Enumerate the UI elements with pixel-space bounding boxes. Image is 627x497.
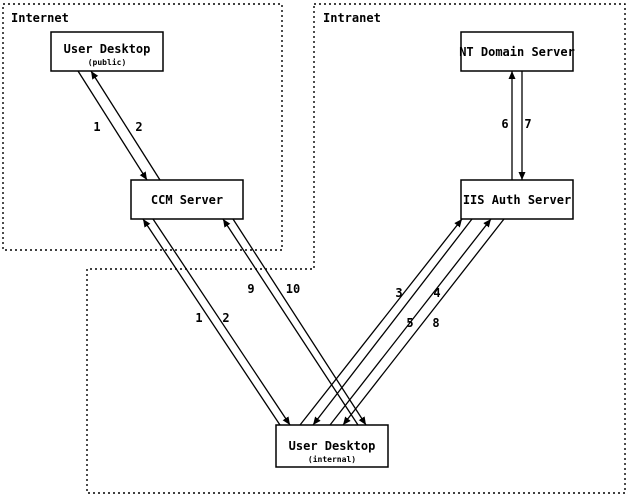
edge-label-2-internal: 2: [222, 311, 229, 325]
intranet-zone-label: Intranet: [323, 11, 381, 25]
internet-zone-border: [2, 3, 283, 251]
nt-domain-server-box: [460, 31, 574, 72]
user-desktop-public-box: [50, 31, 164, 72]
edge-line-1-public-desktop-to-ccm: [77, 70, 148, 181]
edge-line-9-internal-desktop-to-ccm: [222, 218, 359, 426]
user-desktop-internal-box: [275, 424, 389, 468]
ccm-server-title: CCM Server: [151, 193, 223, 207]
edge-line-5-internal-desktop-to-iis: [329, 218, 492, 426]
edge-label-1-internet: 1: [93, 120, 100, 134]
edge-line-8-iis-to-internal-desktop: [342, 218, 505, 426]
intranet-zone-border: [86, 3, 626, 494]
node-nt-domain-server: NT Domain Server: [459, 31, 575, 72]
edge-label-8: 8: [432, 316, 439, 330]
ccm-server-box: [130, 179, 244, 220]
node-iis-auth-server: IIS Auth Server: [460, 179, 574, 220]
edge-label-5: 5: [406, 316, 413, 330]
edge-label-10: 10: [286, 282, 300, 296]
internet-zone-label: Internet: [11, 11, 69, 25]
nt-domain-server-title: NT Domain Server: [459, 45, 575, 59]
user-desktop-public-subtitle: (public): [88, 57, 127, 67]
node-user-desktop-internal: User Desktop (internal): [275, 424, 389, 468]
edge-label-4: 4: [433, 286, 440, 300]
edge-line-10-ccm-to-internal-desktop: [232, 218, 367, 426]
user-desktop-internal-title: User Desktop: [289, 439, 376, 453]
user-desktop-public-title: User Desktop: [64, 42, 151, 56]
edge-line-3-internal-desktop-to-iis: [299, 218, 463, 426]
user-desktop-internal-subtitle: (internal): [308, 454, 356, 464]
iis-auth-server-box: [460, 179, 574, 220]
node-ccm-server: CCM Server: [130, 179, 244, 220]
edge-line-4-iis-to-internal-desktop: [312, 218, 473, 426]
edge-line-1-internal-desktop-to-ccm: [142, 218, 281, 426]
edge-label-9: 9: [247, 282, 254, 296]
iis-auth-server-title: IIS Auth Server: [463, 193, 571, 207]
edge-line-2-ccm-to-internal-desktop: [152, 218, 291, 426]
edge-label-7: 7: [524, 117, 531, 131]
edge-label-1-internal: 1: [195, 311, 202, 325]
edge-label-6: 6: [501, 117, 508, 131]
edge-label-3: 3: [395, 286, 402, 300]
edge-label-2-internet: 2: [135, 120, 142, 134]
node-user-desktop-public: User Desktop (public): [50, 31, 164, 72]
edge-line-2-ccm-to-public-desktop: [90, 70, 161, 181]
